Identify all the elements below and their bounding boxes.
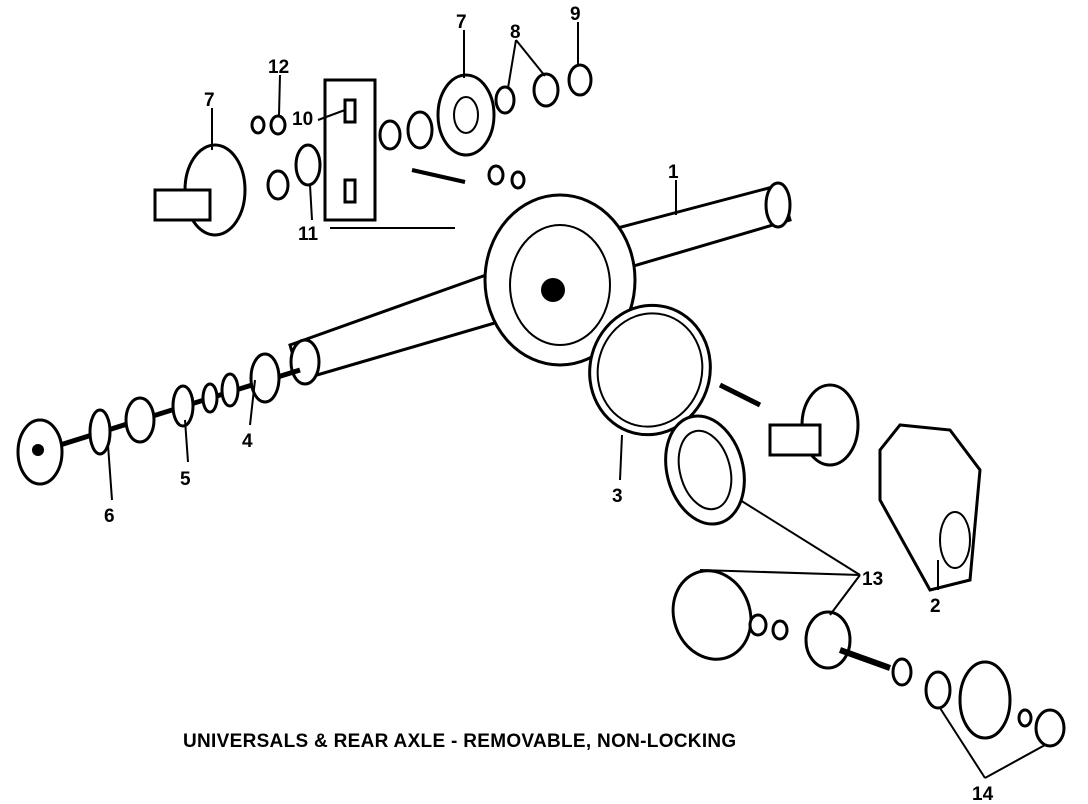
pinion-assembly — [671, 569, 1066, 748]
callout-7-left: 7 — [204, 90, 215, 111]
callout-14: 14 — [972, 784, 994, 804]
callout-10: 10 — [292, 109, 313, 130]
cover-gasket — [588, 303, 712, 437]
callout-8: 8 — [510, 22, 521, 43]
callout-6: 6 — [104, 506, 115, 527]
axle-housing — [288, 181, 792, 386]
callout-1: 1 — [668, 162, 679, 183]
callout-3: 3 — [612, 486, 623, 507]
callout-7-top: 7 — [456, 12, 467, 33]
ring-gear — [664, 414, 746, 526]
callout-4: 4 — [242, 431, 253, 452]
differential-case — [718, 382, 860, 467]
carrier-housing — [878, 423, 982, 592]
callout-12: 12 — [268, 57, 289, 78]
callout-9: 9 — [570, 4, 581, 25]
callout-13: 13 — [862, 569, 883, 590]
differential-components — [153, 63, 593, 237]
callout-11: 11 — [298, 224, 319, 245]
diagram-caption: UNIVERSALS & REAR AXLE - REMOVABLE, NON-… — [183, 731, 737, 752]
axle-shaft — [16, 352, 301, 486]
callout-5: 5 — [180, 469, 191, 490]
leader-lines — [107, 22, 1046, 779]
callout-2: 2 — [930, 596, 941, 617]
